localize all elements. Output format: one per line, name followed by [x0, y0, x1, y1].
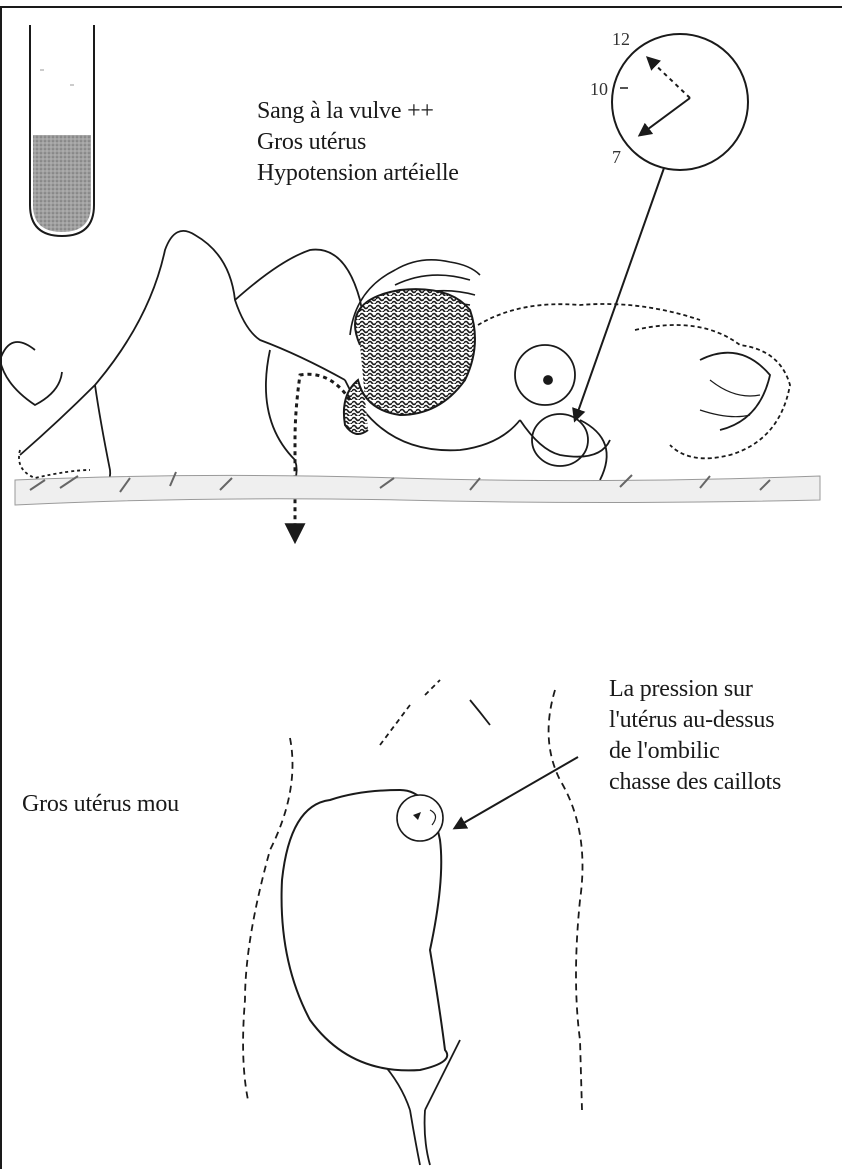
pressure-caption: La pression sur l'utérus au-dessus de l'…: [609, 674, 781, 798]
blood-flow-arrow: [295, 374, 350, 540]
clinical-signs: Sang à la vulve ++ Gros utérus Hypotensi…: [257, 96, 459, 189]
pressure-arrow: [455, 757, 578, 828]
test-tube: [30, 25, 94, 236]
caption-line: chasse des caillots: [609, 767, 781, 798]
caption-line: La pression sur: [609, 674, 781, 705]
bed-sheet: [15, 475, 820, 505]
clock-label-10: 10: [590, 80, 608, 98]
clock-label-12: 12: [612, 30, 630, 48]
sign-line: Sang à la vulve ++: [257, 96, 459, 127]
sign-line: Gros utérus: [257, 127, 459, 158]
soft-uterus-caption: Gros utérus mou: [22, 789, 179, 820]
sign-line: Hypotension artéielle: [257, 158, 459, 189]
clock-label-7: 7: [612, 148, 621, 166]
caption-line: de l'ombilic: [609, 736, 781, 767]
caption-line: l'utérus au-dessus: [609, 705, 781, 736]
blood-sample: [33, 135, 91, 232]
clock-hand-dotted: [648, 58, 690, 98]
clock-hand-solid: [640, 98, 690, 135]
clock-icon: [612, 34, 748, 170]
uterus-clots: [344, 289, 475, 434]
clock-pointer-arrow: [575, 168, 664, 420]
